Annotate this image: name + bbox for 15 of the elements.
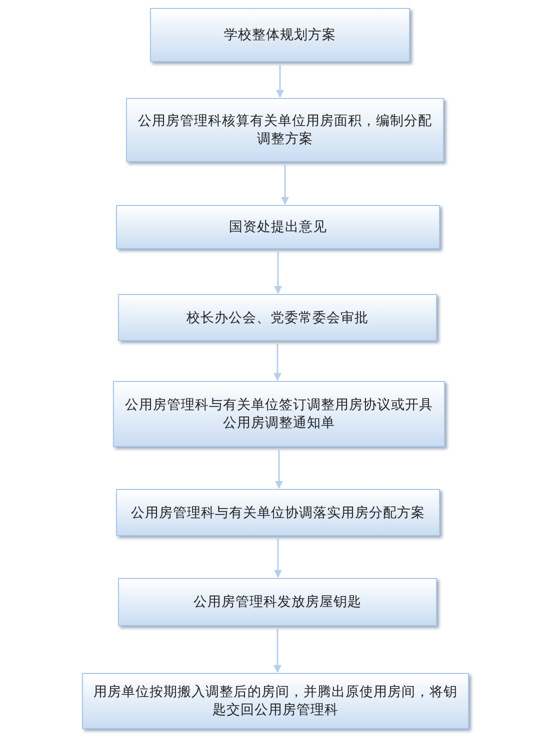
process-box: 校长办公会、党委常委会审批 — [118, 294, 437, 341]
process-box: 学校整体规划方案 — [150, 8, 410, 62]
process-box: 公用房管理科与有关单位协调落实用房分配方案 — [116, 489, 440, 536]
arrow — [275, 450, 283, 489]
process-box: 公用房管理科核算有关单位用房面积，编制分配调整方案 — [126, 98, 444, 162]
arrow — [274, 344, 282, 381]
process-box: 国资处提出意见 — [116, 205, 440, 249]
process-box: 用房单位按期搬入调整后的房间，并腾出原使用房间，将钥匙交回公用房管理科 — [82, 673, 469, 729]
arrow — [274, 629, 282, 673]
arrow — [274, 252, 282, 294]
process-box: 公用房管理科发放房屋钥匙 — [118, 578, 437, 626]
arrow — [281, 165, 289, 205]
process-box: 公用房管理科与有关单位签订调整用房协议或开具公用房调整通知单 — [113, 381, 445, 447]
arrow — [274, 539, 282, 578]
arrow — [276, 65, 284, 98]
